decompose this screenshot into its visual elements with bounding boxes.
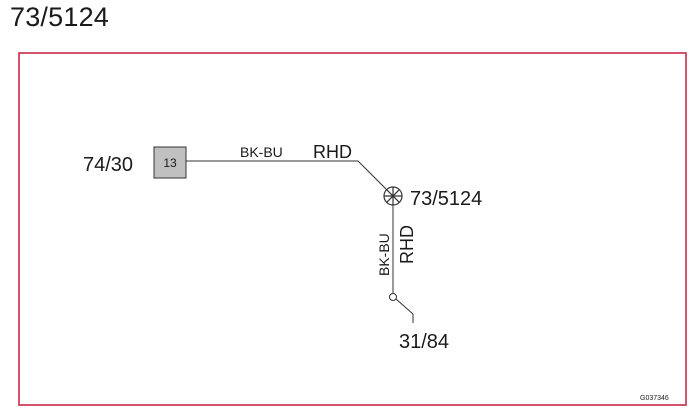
connector-ref-label: 74/30 (83, 154, 133, 176)
wire-top-variant-label: RHD (313, 142, 352, 162)
diagram-frame (18, 52, 687, 406)
ground-icon[interactable] (389, 293, 414, 324)
figure-id-label: G037346 (640, 395, 669, 402)
lamp-icon[interactable] (383, 186, 403, 206)
connector-box[interactable] (153, 146, 187, 179)
wire-top-color-label: BK-BU (240, 144, 283, 160)
wire-vertical-variant-label: RHD (397, 225, 417, 264)
ground-ref-label: 31/84 (399, 331, 449, 353)
page-title: 73/5124 (10, 2, 109, 32)
connector-pin-label: 13 (163, 156, 177, 170)
lamp-ref-label: 73/5124 (410, 188, 482, 210)
wire-horizontal (186, 160, 388, 191)
wire-vertical-color-label: BK-BU (376, 233, 392, 276)
